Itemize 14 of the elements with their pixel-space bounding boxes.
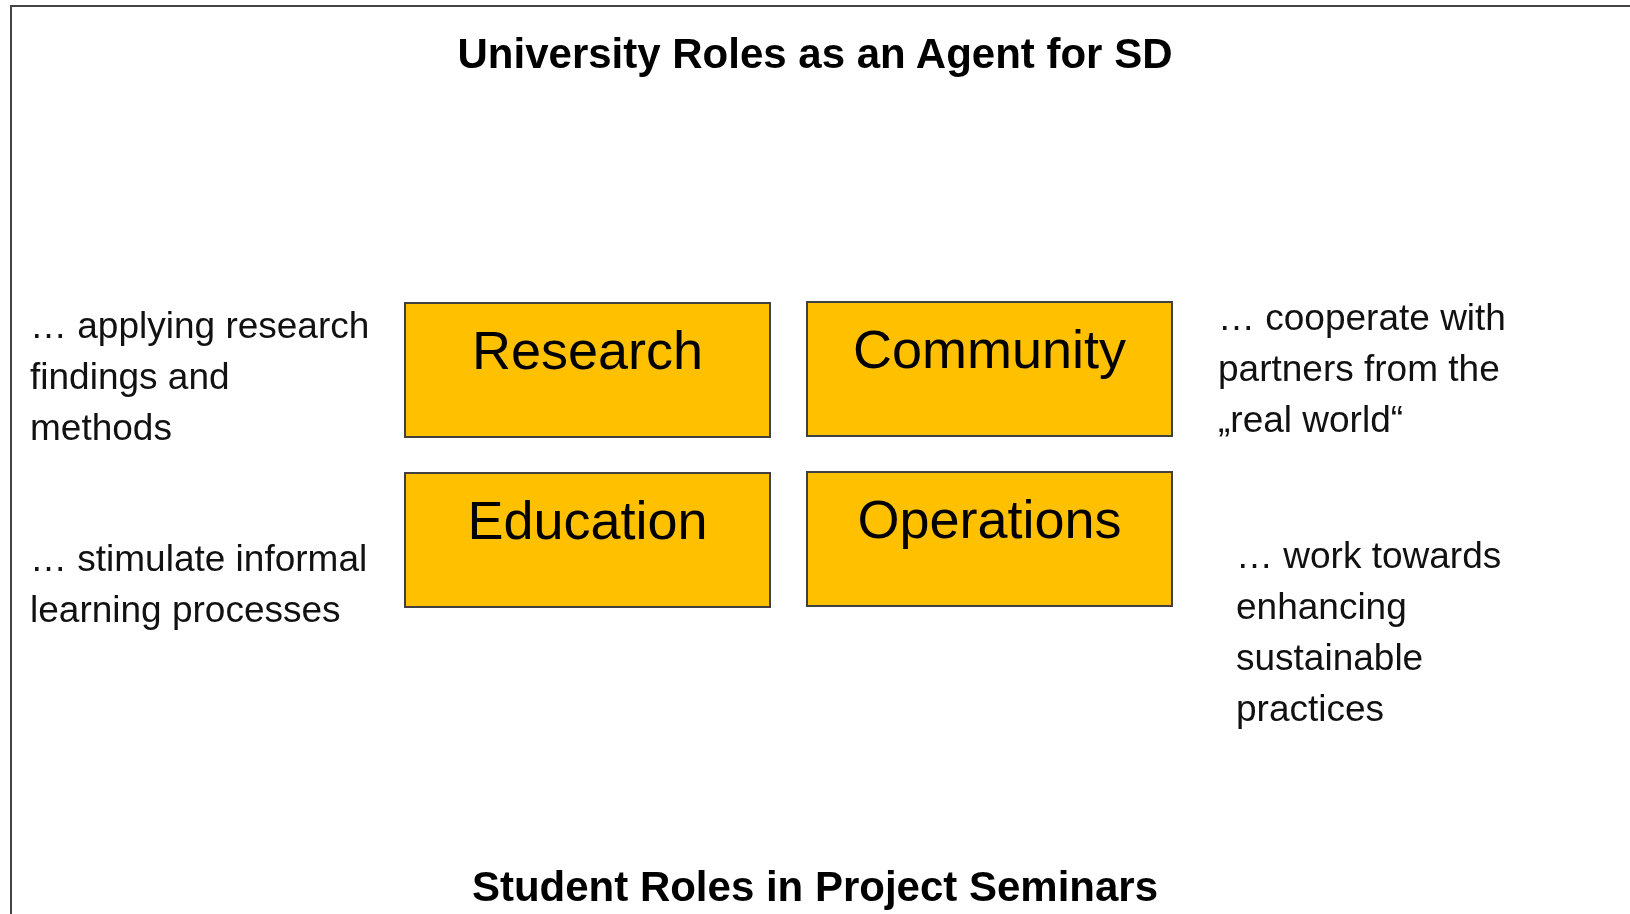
role-box [806, 471, 1173, 607]
role-label: Education [467, 489, 708, 552]
role-box [404, 472, 771, 608]
role-description: … cooperate with partners from the „real world“ [1218, 296, 1507, 442]
role-label: Operations [857, 488, 1122, 551]
role-description: … applying research findings and methods [30, 304, 371, 450]
role-label: Community [852, 318, 1127, 381]
role-label: Research [471, 319, 704, 382]
role-box [806, 301, 1173, 437]
role-description: … work towards enhancing sustainable practices [1236, 534, 1503, 731]
role-box [404, 302, 771, 438]
caption: Student Roles in Project Seminars [471, 862, 1159, 912]
title: University Roles as an Agent for SD [457, 29, 1173, 79]
role-description: … stimulate informal learning processes [30, 537, 369, 632]
